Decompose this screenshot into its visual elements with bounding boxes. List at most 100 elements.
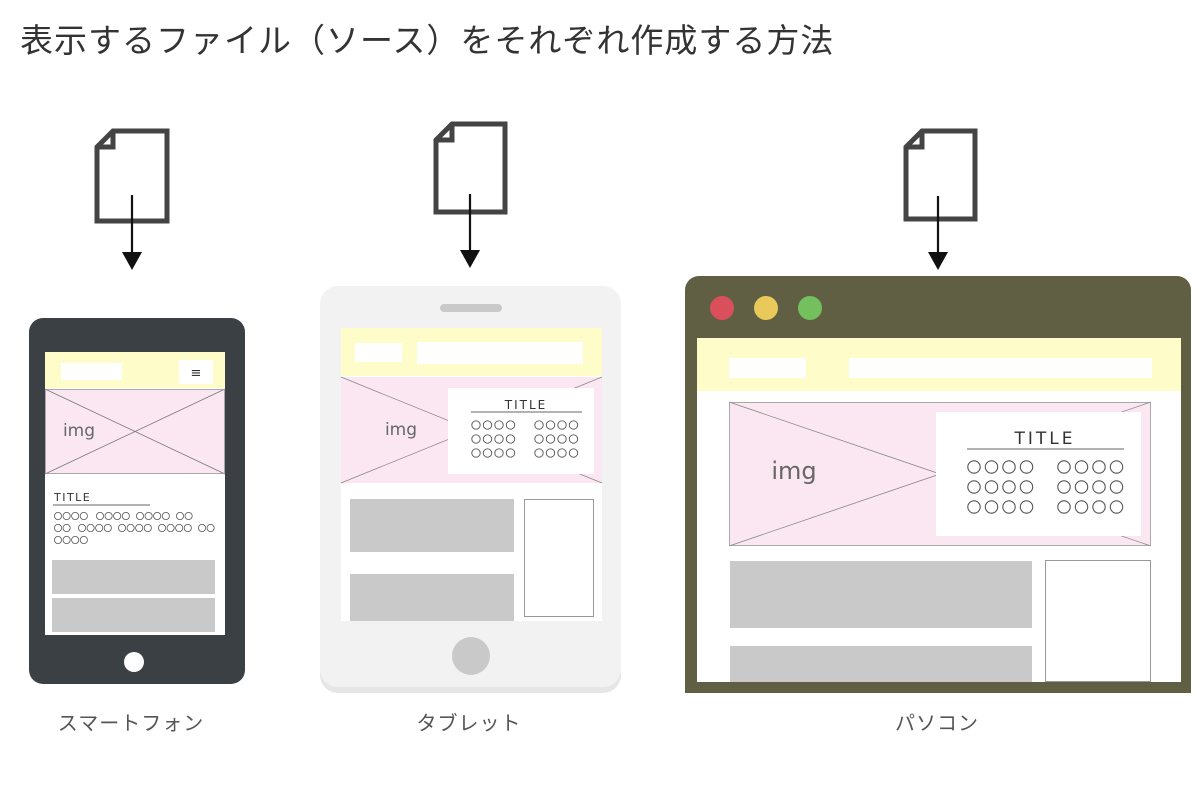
- text-circle: [157, 524, 166, 533]
- text-circle: [1074, 500, 1089, 514]
- pc-logo-placeholder: [729, 358, 806, 378]
- text-circle: [1109, 500, 1124, 514]
- label-smartphone: スマートフォン: [57, 711, 205, 735]
- text-circle: [62, 536, 71, 545]
- text-circle: [494, 420, 504, 430]
- pc-content-block-2: [730, 646, 1032, 682]
- smartphone-content-block-2: [52, 598, 215, 632]
- smartphone-card-title: TITLE: [53, 491, 91, 504]
- smartphone-logo-placeholder: [61, 363, 122, 380]
- text-circle: [1057, 480, 1071, 494]
- tablet-card-title: TITLE: [504, 398, 547, 412]
- text-circle: [967, 500, 981, 514]
- text-circle: [1019, 500, 1034, 514]
- smartphone-content-block-1: [52, 560, 215, 594]
- text-circle: [78, 524, 87, 533]
- text-circle: [534, 434, 544, 444]
- text-circle: [545, 420, 556, 430]
- tablet-logo-placeholder: [355, 343, 402, 362]
- text-circle: [557, 420, 567, 430]
- text-circle: [505, 420, 516, 430]
- smartphone-home-button[interactable]: [124, 652, 144, 672]
- pc-text-circles: [967, 460, 1124, 514]
- text-circle: [143, 524, 152, 533]
- text-circle: [1002, 480, 1016, 494]
- text-circle: [71, 536, 80, 545]
- text-circle: [471, 448, 481, 458]
- text-circle: [184, 512, 193, 521]
- text-circle: [1109, 460, 1124, 474]
- text-circle: [206, 524, 215, 533]
- text-circle: [967, 460, 981, 474]
- smartphone-menu-button[interactable]: [179, 360, 213, 384]
- text-circle: [1074, 480, 1089, 494]
- arrow-down-pc: [928, 196, 948, 270]
- text-circle: [568, 434, 579, 444]
- text-circle: [534, 448, 544, 458]
- window-maximize-dot[interactable]: [798, 296, 822, 320]
- text-circle: [54, 524, 63, 533]
- text-circle: [984, 480, 999, 494]
- text-circle: [568, 448, 579, 458]
- text-circle: [79, 536, 88, 545]
- arrow-down-tablet: [460, 194, 480, 268]
- text-circle: [183, 524, 192, 533]
- text-circle: [153, 512, 162, 521]
- text-circle: [1002, 460, 1016, 474]
- text-circle: [1109, 480, 1124, 494]
- text-circle: [86, 524, 95, 533]
- text-circle: [197, 524, 206, 533]
- window-close-dot[interactable]: [710, 296, 734, 320]
- text-circle: [557, 448, 567, 458]
- tablet-speaker: [440, 304, 502, 312]
- text-circle: [545, 448, 556, 458]
- file-icon-tablet: [433, 121, 508, 215]
- text-circle: [103, 524, 112, 533]
- tablet-text-circles: [471, 420, 579, 458]
- text-circle: [545, 434, 556, 444]
- text-circle: [1074, 460, 1089, 474]
- text-circle: [505, 448, 516, 458]
- tablet-img-label: img: [385, 420, 417, 440]
- pc-content-block-1: [730, 561, 1032, 628]
- text-circle: [482, 448, 493, 458]
- tablet-home-button[interactable]: [452, 637, 490, 675]
- text-circle: [54, 512, 63, 521]
- text-circle: [135, 512, 144, 521]
- text-circle: [104, 512, 113, 521]
- pc-nav-placeholder: [849, 358, 1152, 378]
- tablet-sidebar-placeholder: [524, 499, 594, 617]
- text-circle: [1092, 460, 1106, 474]
- tablet-content-block-1: [350, 499, 514, 552]
- text-circle: [505, 434, 516, 444]
- text-circle: [984, 500, 999, 514]
- window-minimize-dot[interactable]: [754, 296, 778, 320]
- text-circle: [79, 512, 88, 521]
- text-circle: [534, 420, 544, 430]
- text-circle: [471, 420, 481, 430]
- arrow-down-smartphone: [122, 195, 142, 270]
- text-circle: [1019, 460, 1034, 474]
- text-circle: [113, 512, 122, 521]
- text-circle: [471, 434, 481, 444]
- text-circle: [1057, 460, 1071, 474]
- smartphone-image-placeholder: img: [44, 388, 226, 475]
- text-circle: [175, 512, 184, 521]
- text-circle: [175, 524, 184, 533]
- pc-img-label: img: [771, 457, 816, 485]
- menu-icon: ≡: [191, 366, 202, 381]
- file-icon-smartphone: [94, 128, 170, 224]
- page-title: 表示するファイル（ソース）をそれぞれ作成する方法: [20, 21, 835, 60]
- text-circle: [161, 512, 170, 521]
- file-icon-pc: [903, 128, 978, 222]
- text-circle: [95, 524, 104, 533]
- text-circle: [96, 512, 105, 521]
- text-circle: [166, 524, 175, 533]
- pc-browser-window: img TITLE: [685, 276, 1191, 693]
- text-circle: [494, 448, 504, 458]
- tablet-title-card: [448, 388, 594, 474]
- text-circle: [1092, 480, 1106, 494]
- pc-sidebar-placeholder: [1045, 560, 1151, 682]
- tablet-device: img TITLE: [320, 286, 621, 693]
